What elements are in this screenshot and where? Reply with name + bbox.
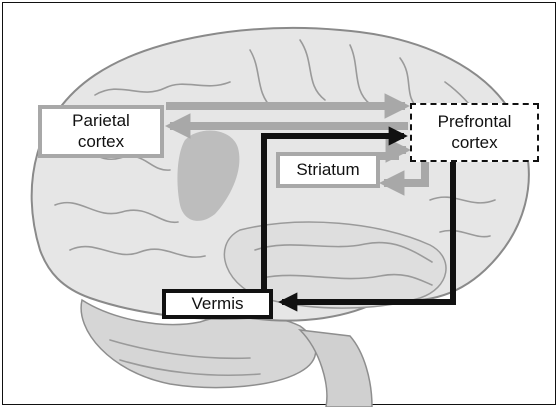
parietal-cortex-label: Parietal cortex: [72, 111, 130, 151]
parietal-cortex-box: Parietal cortex: [38, 105, 164, 158]
prefrontal-cortex-box: Prefrontal cortex: [410, 103, 539, 162]
brainstem: [300, 330, 372, 407]
striatum-box: Striatum: [276, 152, 380, 188]
striatum-label: Striatum: [296, 160, 359, 180]
vermis-label: Vermis: [192, 294, 244, 314]
prefrontal-cortex-label: Prefrontal cortex: [438, 112, 512, 152]
vermis-box: Vermis: [162, 289, 273, 319]
